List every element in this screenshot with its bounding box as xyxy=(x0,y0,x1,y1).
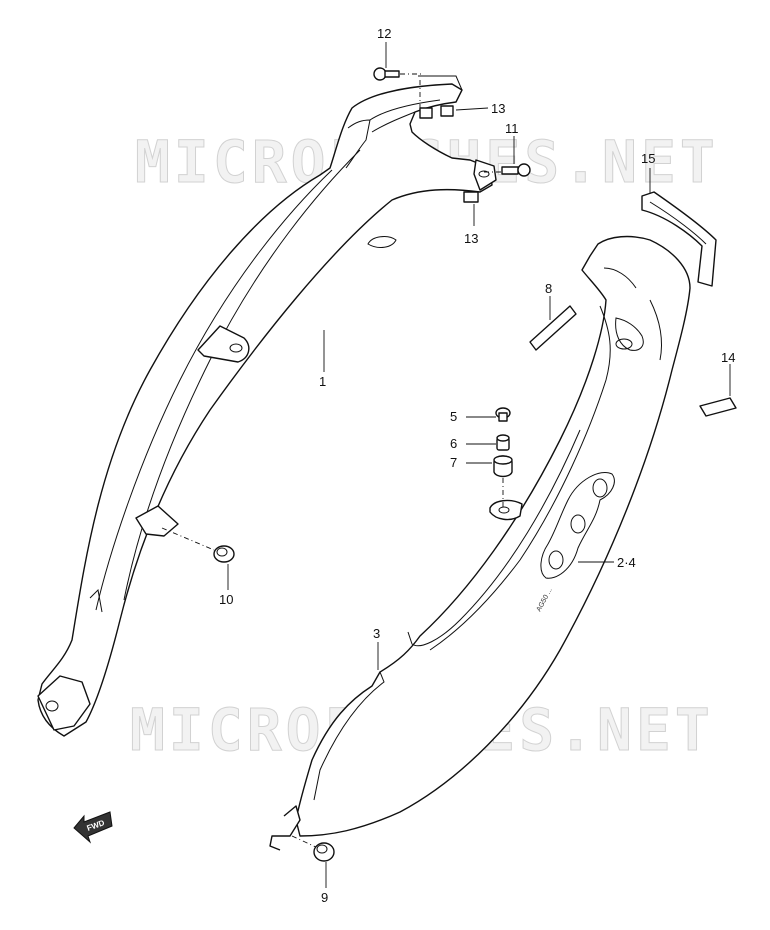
screw-part-11[interactable] xyxy=(484,163,531,177)
callout-3[interactable]: 3 xyxy=(373,626,380,641)
screw-part-12[interactable] xyxy=(373,67,422,81)
forward-arrow-icon: FWD xyxy=(73,811,113,844)
callout-7[interactable]: 7 xyxy=(450,455,457,470)
clip-nut-part-13-lower[interactable] xyxy=(463,159,497,203)
callout-1[interactable]: 1 xyxy=(319,374,326,389)
callout-9[interactable]: 9 xyxy=(321,890,328,905)
screw-part-5[interactable] xyxy=(495,407,511,422)
side-cover-part-2-4[interactable]: AG50 ... xyxy=(295,235,691,837)
frame-cover-part-1[interactable] xyxy=(37,83,493,737)
cushion-part-7[interactable] xyxy=(493,455,513,508)
pad-part-14[interactable] xyxy=(699,397,737,417)
trim-strip-part-3[interactable] xyxy=(269,429,581,851)
strip-part-15[interactable] xyxy=(641,191,717,287)
grommet-part-9[interactable] xyxy=(313,842,335,862)
pad-part-8[interactable] xyxy=(529,305,577,351)
callout-11[interactable]: 11 xyxy=(505,121,519,136)
callout-8[interactable]: 8 xyxy=(545,281,552,296)
leader-lines xyxy=(227,42,731,888)
callouts: 12 13 11 13 15 8 1 14 5 6 7 2·4 10 3 9 xyxy=(219,26,735,905)
callout-13-upper[interactable]: 13 xyxy=(491,101,505,116)
callout-2-4[interactable]: 2·4 xyxy=(617,555,636,570)
clip-nut-part-13-upper[interactable] xyxy=(418,75,463,119)
callout-15[interactable]: 15 xyxy=(641,151,655,166)
callout-14[interactable]: 14 xyxy=(721,350,735,365)
callout-13-lower[interactable]: 13 xyxy=(464,231,478,246)
callout-10[interactable]: 10 xyxy=(219,592,233,607)
collar-part-6[interactable] xyxy=(496,434,510,451)
callout-12[interactable]: 12 xyxy=(377,26,391,41)
callout-5[interactable]: 5 xyxy=(450,409,457,424)
grommet-part-10[interactable] xyxy=(161,527,235,563)
callout-6[interactable]: 6 xyxy=(450,436,457,451)
